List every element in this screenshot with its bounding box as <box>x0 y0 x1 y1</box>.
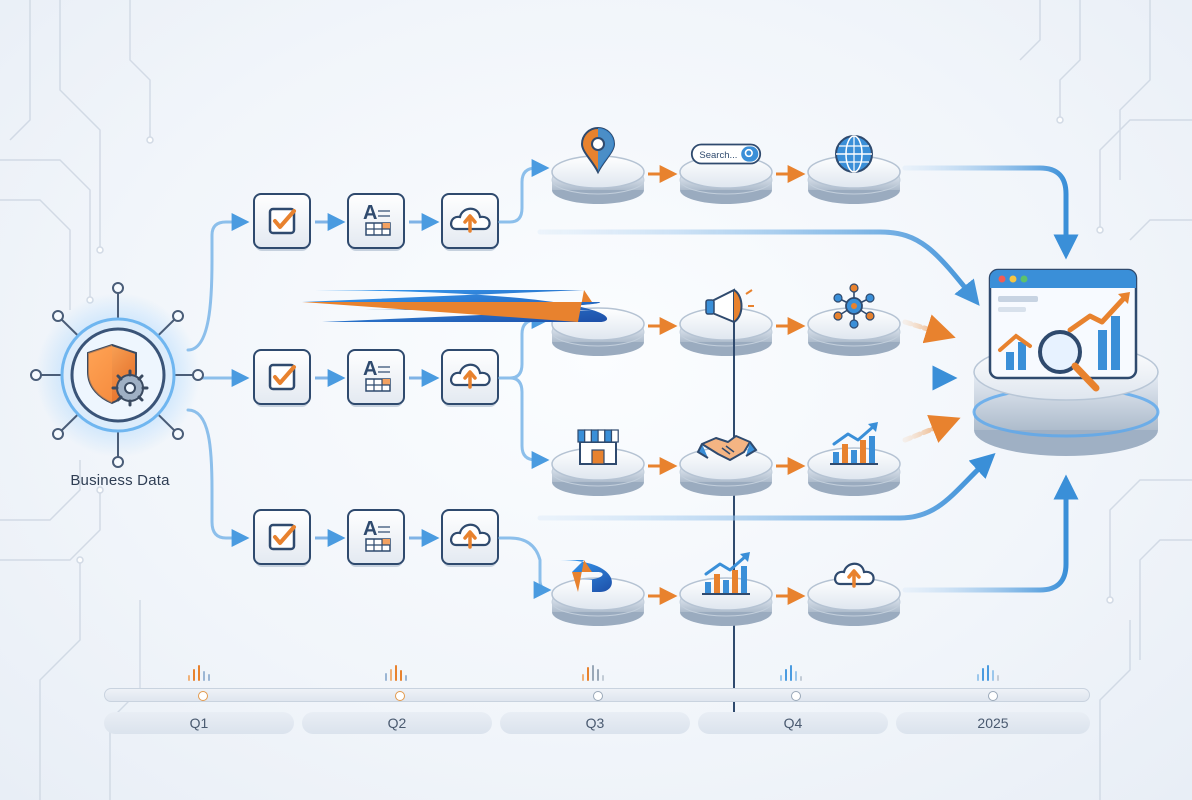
timeline-marker[interactable] <box>791 691 801 701</box>
activity-sparkbars-icon <box>778 663 808 681</box>
brand-d-icon <box>290 290 608 322</box>
cloud-upload-icon <box>450 363 491 389</box>
megaphone-icon <box>705 288 754 734</box>
svg-text:A: A <box>363 358 377 380</box>
process-lane: A <box>253 349 499 407</box>
platform-disc[interactable]: Search... <box>679 143 773 205</box>
platform-disc[interactable] <box>807 562 901 626</box>
globe-icon <box>835 135 873 173</box>
cloud-upload-icon <box>450 207 491 233</box>
table-icon: A <box>363 518 391 552</box>
svg-text:A: A <box>363 518 377 540</box>
activity-sparkbars-icon <box>975 663 1005 681</box>
business-data-hub[interactable] <box>30 282 204 468</box>
analytics-destination[interactable] <box>972 268 1160 456</box>
process-step[interactable]: A <box>347 509 405 567</box>
process-step[interactable] <box>253 193 311 251</box>
table-icon: A <box>363 358 391 392</box>
process-step[interactable] <box>441 349 499 407</box>
period-q1[interactable]: Q1 <box>104 712 294 734</box>
platform-row <box>290 283 901 734</box>
timeline-marker[interactable] <box>395 691 405 701</box>
hub-branches <box>186 213 250 547</box>
period-2025[interactable]: 2025 <box>896 712 1090 734</box>
platform-disc[interactable] <box>807 283 901 356</box>
period-q4[interactable]: Q4 <box>698 712 888 734</box>
brand-d-icon <box>560 560 612 592</box>
process-step[interactable] <box>441 509 499 567</box>
network-icon <box>833 283 875 329</box>
business-data-label: Business Data <box>70 472 170 489</box>
cloud-upload-icon <box>834 562 875 588</box>
timeline-marker[interactable] <box>988 691 998 701</box>
process-step[interactable]: A <box>347 349 405 407</box>
process-lane: A <box>253 509 499 567</box>
process-lanes: A A A <box>253 159 552 599</box>
process-step[interactable] <box>441 193 499 251</box>
timeline-marker[interactable] <box>593 691 603 701</box>
timeline-marker[interactable] <box>198 691 208 701</box>
flow-connectors <box>537 165 1079 593</box>
shield-gear-icon <box>87 343 149 407</box>
platform-disc[interactable] <box>807 422 901 496</box>
storefront-icon <box>577 429 619 465</box>
growth-chart-icon <box>830 422 878 465</box>
process-lane: A <box>253 193 499 251</box>
activity-sparkbars-icon <box>186 663 216 681</box>
activity-sparkbars-icon <box>580 663 610 681</box>
period-q3[interactable]: Q3 <box>500 712 690 734</box>
platform-disc[interactable] <box>679 435 773 496</box>
platform-disc[interactable] <box>551 429 645 496</box>
platform-row <box>551 552 901 626</box>
checkbox-icon <box>268 523 296 551</box>
checkbox-icon <box>268 207 296 235</box>
platform-stages: Search... <box>290 127 901 734</box>
platform-disc[interactable] <box>551 560 645 626</box>
search-bar-icon: Search... <box>690 143 762 165</box>
period-q2[interactable]: Q2 <box>302 712 492 734</box>
platform-disc[interactable] <box>551 127 645 204</box>
platform-row <box>551 422 901 496</box>
map-pin-icon <box>580 127 616 175</box>
growth-chart-icon <box>702 552 750 595</box>
svg-text:A: A <box>363 202 377 224</box>
checkbox-icon <box>268 363 296 391</box>
platform-disc[interactable] <box>290 290 645 356</box>
timeline-track[interactable] <box>104 688 1090 702</box>
process-step[interactable] <box>253 349 311 407</box>
process-step[interactable] <box>253 509 311 567</box>
table-icon: A <box>363 202 391 236</box>
process-step[interactable]: A <box>347 193 405 251</box>
handshake-icon <box>696 435 758 461</box>
activity-sparkbars-icon <box>383 663 413 681</box>
search-bar-placeholder: Search... <box>699 150 737 161</box>
platform-disc[interactable] <box>807 135 901 204</box>
analytics-dashboard-icon <box>988 268 1138 392</box>
platform-disc[interactable] <box>679 552 773 626</box>
platform-row: Search... <box>551 127 901 205</box>
platform-disc[interactable] <box>679 288 773 734</box>
cloud-upload-icon <box>450 523 491 549</box>
